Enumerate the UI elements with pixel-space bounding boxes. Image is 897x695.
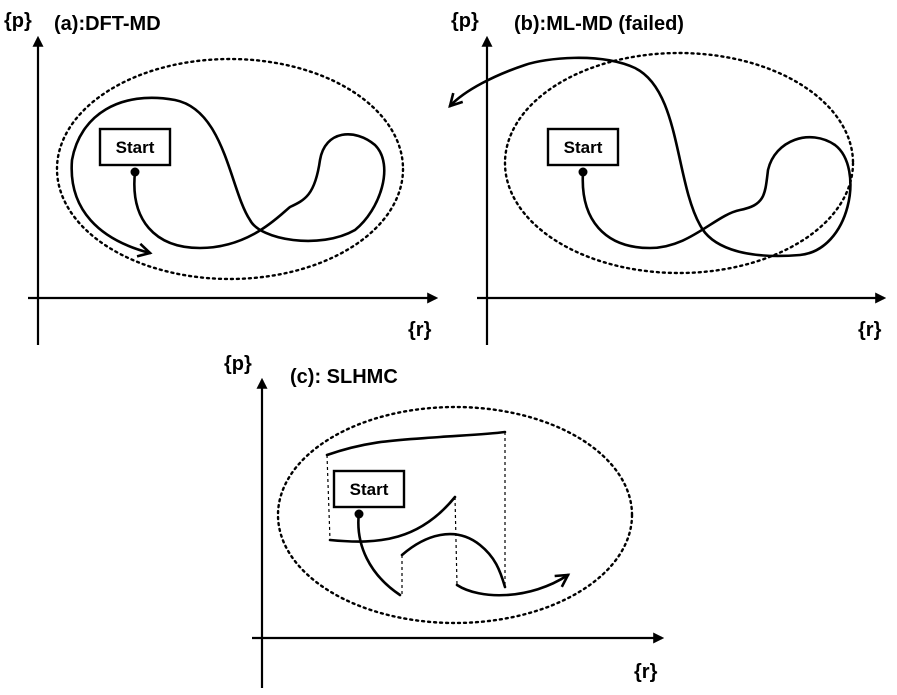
trajectory-curve (450, 56, 852, 258)
x-axis-label: {r} (634, 661, 658, 683)
panel-title: (c): SLHMC (290, 366, 398, 388)
x-axis-label: {r} (408, 319, 432, 341)
momentum-refresh-line (454, 496, 458, 586)
trajectory-curve (70, 96, 386, 253)
panel-c: {p} {r} (c): SLHMC Start (224, 353, 665, 688)
start-box (546, 127, 620, 167)
panel-b: {p} {r} (b):ML-MD (failed) Start (450, 10, 887, 345)
lower-trajectory-segment (400, 532, 507, 589)
start-point (130, 167, 140, 177)
accessible-region-ellipse (276, 405, 634, 625)
x-axis-label: {r} (858, 319, 882, 341)
y-axis-label: {p} (4, 10, 32, 32)
start-point (578, 167, 588, 177)
middle-trajectory-segment (328, 495, 457, 543)
start-point (354, 509, 364, 519)
top-trajectory-segment (325, 430, 507, 457)
start-label: Start (564, 138, 603, 157)
start-box (332, 469, 406, 509)
y-axis-label: {p} (224, 353, 252, 375)
start-box (98, 127, 172, 167)
panel-title: (b):ML-MD (failed) (514, 13, 684, 35)
accessible-region-ellipse (503, 51, 855, 275)
start-trajectory-segment (357, 510, 402, 597)
final-trajectory-arrow (455, 575, 568, 597)
start-label: Start (350, 480, 389, 499)
panel-title: (a):DFT-MD (54, 13, 161, 35)
momentum-refresh-line (326, 454, 331, 541)
accessible-region-ellipse (55, 57, 405, 281)
start-label: Start (116, 138, 155, 157)
y-axis-label: {p} (451, 10, 479, 32)
panel-a: {p} {r} (a):DFT-MD Start (4, 10, 439, 345)
